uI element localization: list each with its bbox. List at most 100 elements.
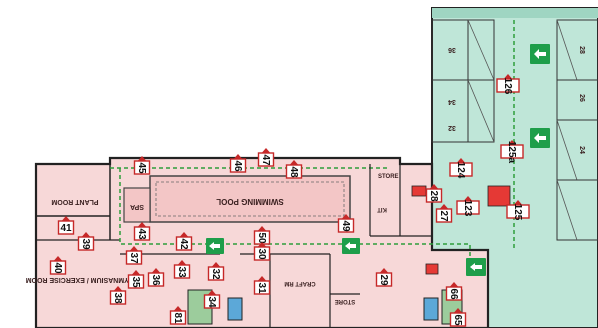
marker-label: 47: [260, 154, 271, 166]
location-marker-31[interactable]: 31: [253, 276, 271, 295]
marker-box: [375, 272, 393, 287]
location-marker-34[interactable]: 34: [203, 290, 221, 309]
wing-room-2-label: 34: [448, 98, 456, 105]
location-marker-33[interactable]: 33: [173, 260, 191, 279]
marker-box: [425, 188, 443, 203]
location-marker-49[interactable]: 49: [337, 214, 355, 233]
marker-label: 34: [206, 296, 217, 308]
marker-box: [203, 294, 221, 309]
marker-box: [175, 236, 193, 251]
marker-box: [49, 260, 67, 275]
wing-room-1-label: 36: [448, 46, 456, 53]
location-marker-124[interactable]: 124: [449, 158, 473, 179]
location-marker-42[interactable]: 42: [175, 232, 193, 251]
gymnasium-label: GYMNASIUM / EXERCISE ROOM: [26, 276, 135, 283]
location-marker-48[interactable]: 48: [285, 160, 303, 179]
location-marker-29[interactable]: 29: [375, 268, 393, 287]
location-marker-36[interactable]: 36: [147, 268, 165, 287]
location-marker-50[interactable]: 50: [253, 226, 271, 245]
marker-box: [133, 160, 151, 175]
marker-box: [449, 312, 467, 327]
marker-box: [207, 266, 225, 281]
marker-box: [456, 200, 480, 215]
hose-reel-icon: [411, 185, 427, 197]
marker-box: [496, 78, 520, 93]
marker-box: [229, 158, 247, 173]
location-marker-66[interactable]: 66: [445, 282, 463, 301]
marker-box: [253, 246, 271, 261]
marker-box: [285, 164, 303, 179]
marker-box: [506, 204, 530, 219]
marker-label: 38: [112, 292, 123, 304]
marker-label: 28: [428, 190, 439, 202]
marker-box: [500, 144, 524, 159]
location-marker-123[interactable]: 123: [456, 196, 480, 217]
wing-room-7: [556, 179, 598, 241]
location-marker-125[interactable]: 125: [506, 200, 530, 221]
store-label: STORE: [378, 174, 399, 180]
marker-label: 124: [455, 162, 466, 179]
marker-label: 32: [210, 268, 221, 280]
marker-box: [77, 236, 95, 251]
marker-box: [337, 218, 355, 233]
marker-label: 65: [452, 314, 463, 326]
location-marker-125a[interactable]: 125a: [500, 140, 524, 164]
marker-label: 36: [150, 274, 161, 286]
marker-label: 81: [172, 312, 183, 324]
marker-label: 125: [512, 204, 523, 221]
location-marker-43[interactable]: 43: [133, 222, 151, 241]
spa-basin: [123, 187, 151, 223]
exit-sign-kit-icon: [342, 238, 360, 254]
location-marker-41[interactable]: 41: [57, 216, 75, 235]
marker-label: 126: [502, 78, 513, 95]
marker-label: 39: [80, 238, 91, 250]
marker-box: [133, 226, 151, 241]
marker-box: [169, 310, 187, 325]
location-marker-32[interactable]: 32: [207, 262, 225, 281]
wing-room-2b: [467, 79, 495, 143]
location-marker-27[interactable]: 27: [435, 204, 453, 223]
marker-box: [449, 162, 473, 177]
marker-label: 48: [288, 166, 299, 178]
marker-label: 123: [462, 200, 473, 217]
location-marker-35[interactable]: 35: [127, 270, 145, 289]
lift-west: [227, 297, 243, 321]
swimming-pool-basin: [149, 175, 351, 223]
east-wing-top-band: [432, 8, 598, 18]
marker-box: [253, 280, 271, 295]
location-marker-46[interactable]: 46: [229, 154, 247, 173]
location-marker-47[interactable]: 47: [257, 148, 275, 167]
store-small-label: STORE: [335, 298, 356, 304]
fire-panel-icon: [487, 185, 511, 207]
location-marker-40[interactable]: 40: [49, 256, 67, 275]
marker-box: [109, 290, 127, 305]
location-marker-38[interactable]: 38: [109, 286, 127, 305]
location-marker-45[interactable]: 45: [133, 156, 151, 175]
marker-box: [147, 272, 165, 287]
location-marker-37[interactable]: 37: [125, 246, 143, 265]
location-marker-30[interactable]: 30: [253, 242, 271, 261]
marker-label: 41: [60, 223, 72, 234]
swimming-pool-label: SWIMMING POOL: [216, 197, 284, 206]
marker-label: 49: [340, 220, 351, 232]
exit-sign-south-east-icon: [466, 258, 486, 276]
marker-label: 46: [232, 160, 243, 172]
craft-room-label: CRAFT RM: [284, 280, 315, 286]
marker-label: 40: [52, 262, 63, 274]
marker-label: 29: [378, 274, 389, 286]
marker-label: 43: [136, 228, 147, 240]
location-marker-28[interactable]: 28: [425, 184, 443, 203]
marker-label: 27: [438, 210, 449, 222]
kit-label: KIT: [377, 206, 387, 212]
location-marker-39[interactable]: 39: [77, 232, 95, 251]
location-marker-81[interactable]: 81: [169, 306, 187, 325]
location-marker-126[interactable]: 126: [496, 74, 520, 95]
marker-label: 37: [128, 252, 139, 264]
marker-box: [173, 264, 191, 279]
wing-room-3-label: 32: [448, 124, 456, 131]
marker-label: 50: [256, 232, 267, 244]
marker-layer: 45 46 47 48 124 125a 126 41 39 43 42 50 49 28 27 123 125…: [49, 74, 530, 327]
marker-label: 31: [256, 282, 267, 294]
location-marker-65[interactable]: 65: [449, 308, 467, 327]
